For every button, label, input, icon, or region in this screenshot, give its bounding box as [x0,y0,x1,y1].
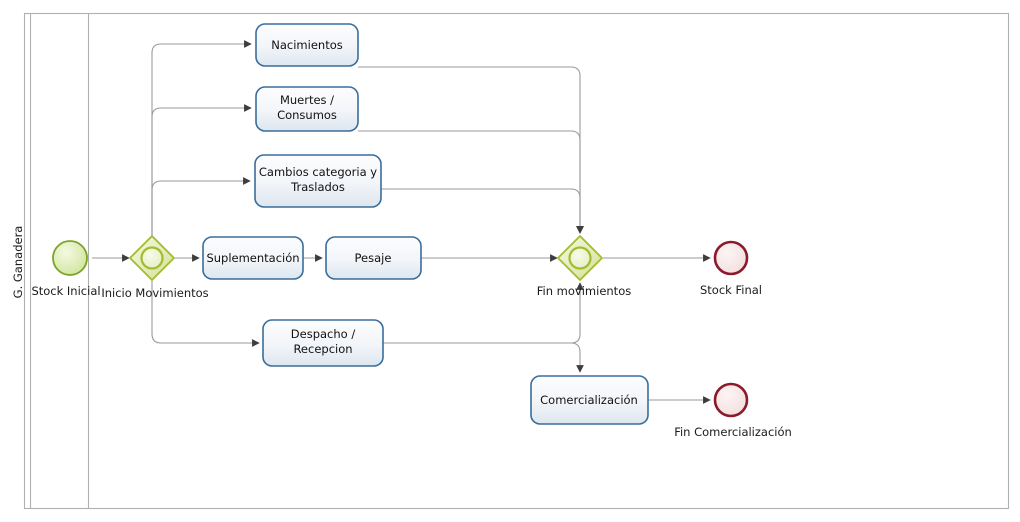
task-muertes-line-1: Muertes / [280,93,334,107]
flow-despacho-to-comercializacion [383,342,584,373]
flow-nacimientos-to-fin [358,66,584,234]
task-despacho-line-1: Despacho / [291,327,356,341]
task-nacimientos-label: Nacimientos [271,38,342,52]
gateway-inicio-movimientos[interactable] [129,235,175,281]
flow-cambios-to-fin [381,188,584,234]
lane-label: G. Ganadera [11,226,25,299]
task-muertes-consumos[interactable]: Muertes / Consumos [255,86,359,132]
flow-gateway-to-nacimientos [151,40,252,238]
task-suplementacion-label: Suplementación [206,251,299,265]
task-despacho-line-2: Recepcion [293,342,352,356]
task-suplementacion[interactable]: Suplementación [202,236,304,280]
flow-muertes-to-fin [358,130,584,234]
task-cambios-line-1: Cambios categoria y [259,165,377,179]
pool-frame [23,12,1010,510]
task-despacho-recepcion[interactable]: Despacho / Recepcion [262,319,384,367]
end-event-fin-comercializacion[interactable] [713,382,749,418]
start-event-stock-inicial[interactable] [52,240,88,276]
task-comercializacion-label: Comercialización [540,393,638,407]
task-nacimientos[interactable]: Nacimientos [255,23,359,67]
task-muertes-line-2: Consumos [277,108,337,122]
gateway-fin-movimientos[interactable] [557,235,603,281]
task-cambios-line-2: Traslados [290,180,345,194]
flow-gateway-to-cambios [151,177,251,238]
start-event-label: Stock Inicial [31,284,100,298]
gateway-inicio-label: Inicio Movimientos [101,286,208,300]
task-comercializacion[interactable]: Comercialización [530,375,649,425]
task-cambios-categoria-traslados[interactable]: Cambios categoria y Traslados [254,154,382,208]
end-event-fin-comercializacion-label: Fin Comercialización [674,425,792,439]
gateway-fin-label: Fin movimientos [537,284,631,298]
task-pesaje-label: Pesaje [355,251,392,265]
end-event-stock-final-label: Stock Final [700,283,762,297]
flow-gateway-to-muertes [151,104,252,238]
flow-gateway-to-despacho [151,278,260,347]
end-event-stock-final[interactable] [713,240,749,276]
task-pesaje[interactable]: Pesaje [325,236,422,280]
sequence-flows [92,40,711,404]
